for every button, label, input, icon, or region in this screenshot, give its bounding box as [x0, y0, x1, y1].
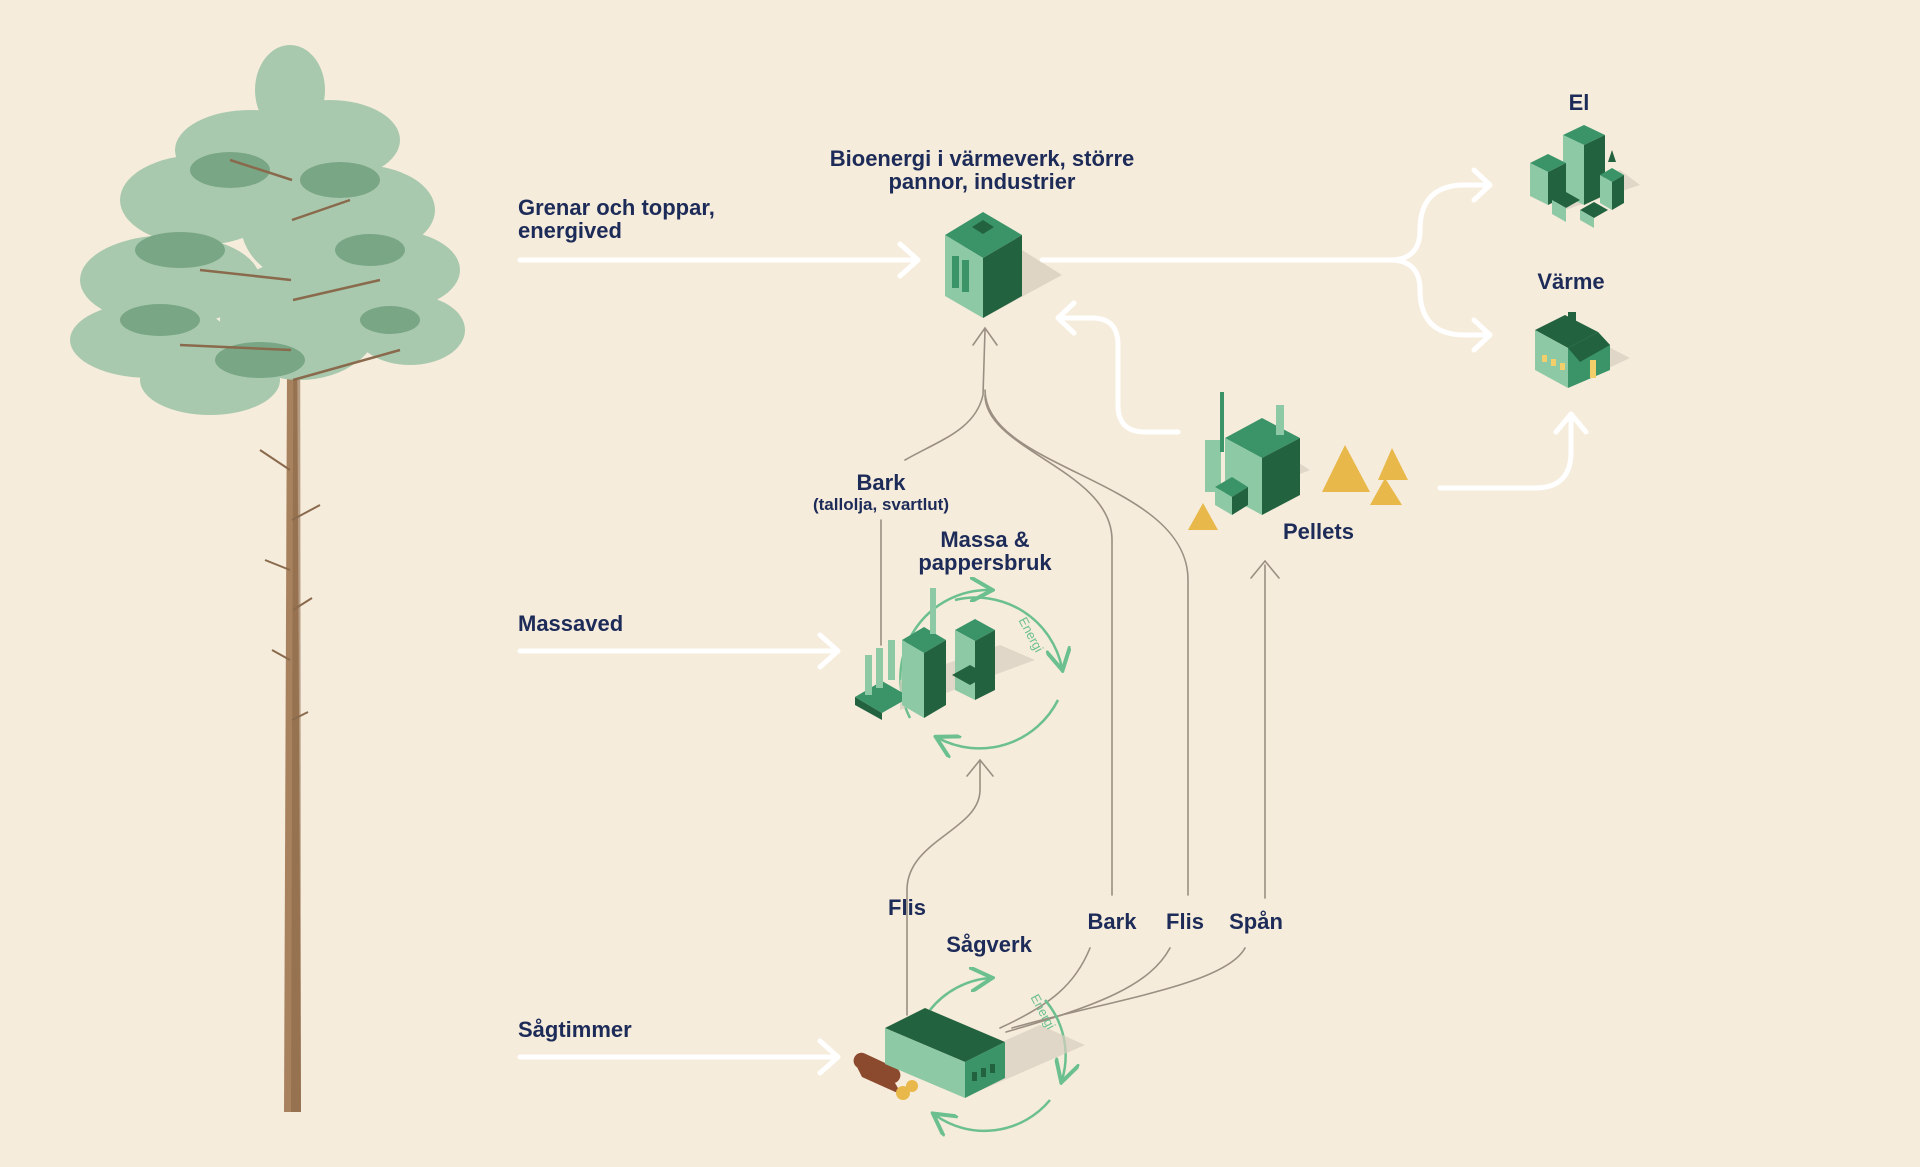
sawmill-icon: [853, 1008, 1085, 1100]
byproduct-label-bark-pulp: Bark: [856, 470, 906, 495]
bioenergy-plant-icon: [945, 212, 1062, 318]
heat-house-icon: [1535, 312, 1630, 388]
flow-arrow-pulpwood: [517, 632, 841, 670]
byproduct-note-bark-pulp: (tallolja, svartlut): [812, 495, 950, 514]
byproduct-arrowhead-bioenergy: [972, 326, 998, 346]
flow-arrow-to-electricity: [1039, 167, 1493, 263]
pellet-piles-icon: [1188, 445, 1408, 530]
byproduct-line-chips-saw: [984, 389, 1189, 896]
byproduct-label-bark-saw: Bark: [1087, 909, 1137, 934]
log-pile-icon: [853, 1052, 918, 1100]
node-label-sawmill: Sågverk: [946, 932, 1032, 957]
byproduct-line-bark-saw: [984, 394, 1113, 896]
byproduct-label-shavings: Spån: [1229, 909, 1283, 934]
byproduct-label-chips-to-pulp: Flis: [888, 895, 926, 920]
flow-arrow-to-heat: [1387, 257, 1493, 353]
byproduct-line-shavings: [1011, 559, 1280, 1029]
flow-arrow-pellets-to-heat: [1437, 411, 1589, 491]
flow-arrow-sawlogs: [517, 1038, 841, 1076]
node-label-electricity: El: [1568, 90, 1590, 115]
flow-arrow-branches: [517, 241, 921, 279]
byproduct-line-bark-pulp: [880, 329, 986, 646]
node-label-bioenergy: Bioenergi i värmeverk, större pannor, in…: [829, 146, 1135, 195]
flow-arrow-pellets-to-bioenergy: [1055, 300, 1181, 435]
pellets-plant-icon: [1188, 392, 1408, 530]
node-label-pulp-mill: Massa & pappersbruk: [918, 527, 1052, 576]
input-label-sawlogs: Sågtimmer: [518, 1017, 632, 1042]
input-label-pulpwood: Massaved: [518, 611, 624, 636]
input-label-branches: Grenar och toppar, energived: [518, 195, 715, 244]
pulp-mill-icon: [855, 588, 1035, 720]
pine-tree-icon: [70, 45, 465, 1112]
byproduct-label-chips-saw: Flis: [1166, 909, 1204, 934]
node-label-pellets: Pellets: [1283, 519, 1354, 544]
node-label-heat: Värme: [1537, 269, 1605, 294]
byproduct-line-chips-to-pulp: [906, 758, 994, 1016]
electricity-city-icon: [1530, 125, 1640, 228]
